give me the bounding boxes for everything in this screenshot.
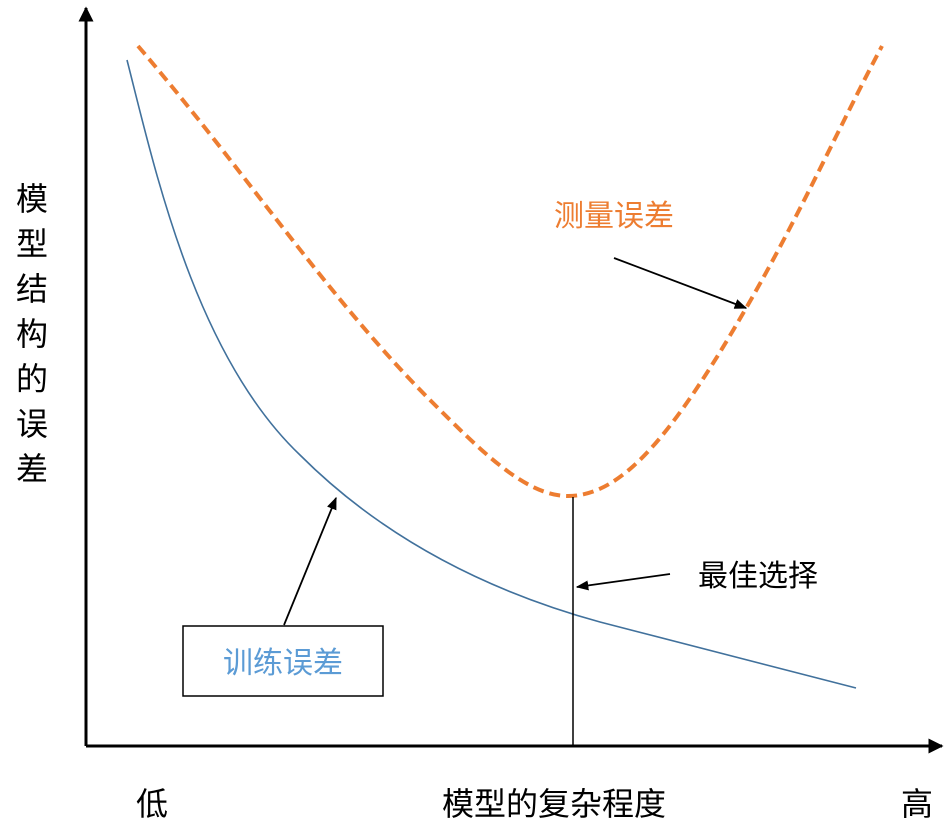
y-axis-label-char: 误 <box>16 405 48 443</box>
test-error-curve <box>136 44 884 499</box>
best-choice-label: 最佳选择 <box>698 559 818 594</box>
y-axis-label-char: 构 <box>16 315 48 353</box>
best-choice-pointer-arrow <box>575 573 671 591</box>
test-error-pointer-arrow <box>613 257 748 309</box>
y-axis-label-char: 差 <box>16 450 48 488</box>
y-axis-label-char: 模 <box>16 180 48 218</box>
x-axis-title: 模型的复杂程度 <box>442 785 666 823</box>
y-axis-label: 模型结构的误差 <box>16 180 48 488</box>
test-error-label: 测量误差 <box>554 199 674 234</box>
training-error-label: 训练误差 <box>223 646 343 681</box>
x-axis-high-label: 高 <box>901 785 933 823</box>
training-error-label-box <box>182 625 384 697</box>
training-error-curve <box>126 59 857 689</box>
x-axis-low-label: 低 <box>136 785 168 823</box>
y-axis-label-char: 结 <box>16 270 48 308</box>
y-axis-label-char: 的 <box>16 360 48 398</box>
y-axis-label-char: 型 <box>16 225 48 263</box>
training-error-pointer-arrow <box>283 496 337 626</box>
